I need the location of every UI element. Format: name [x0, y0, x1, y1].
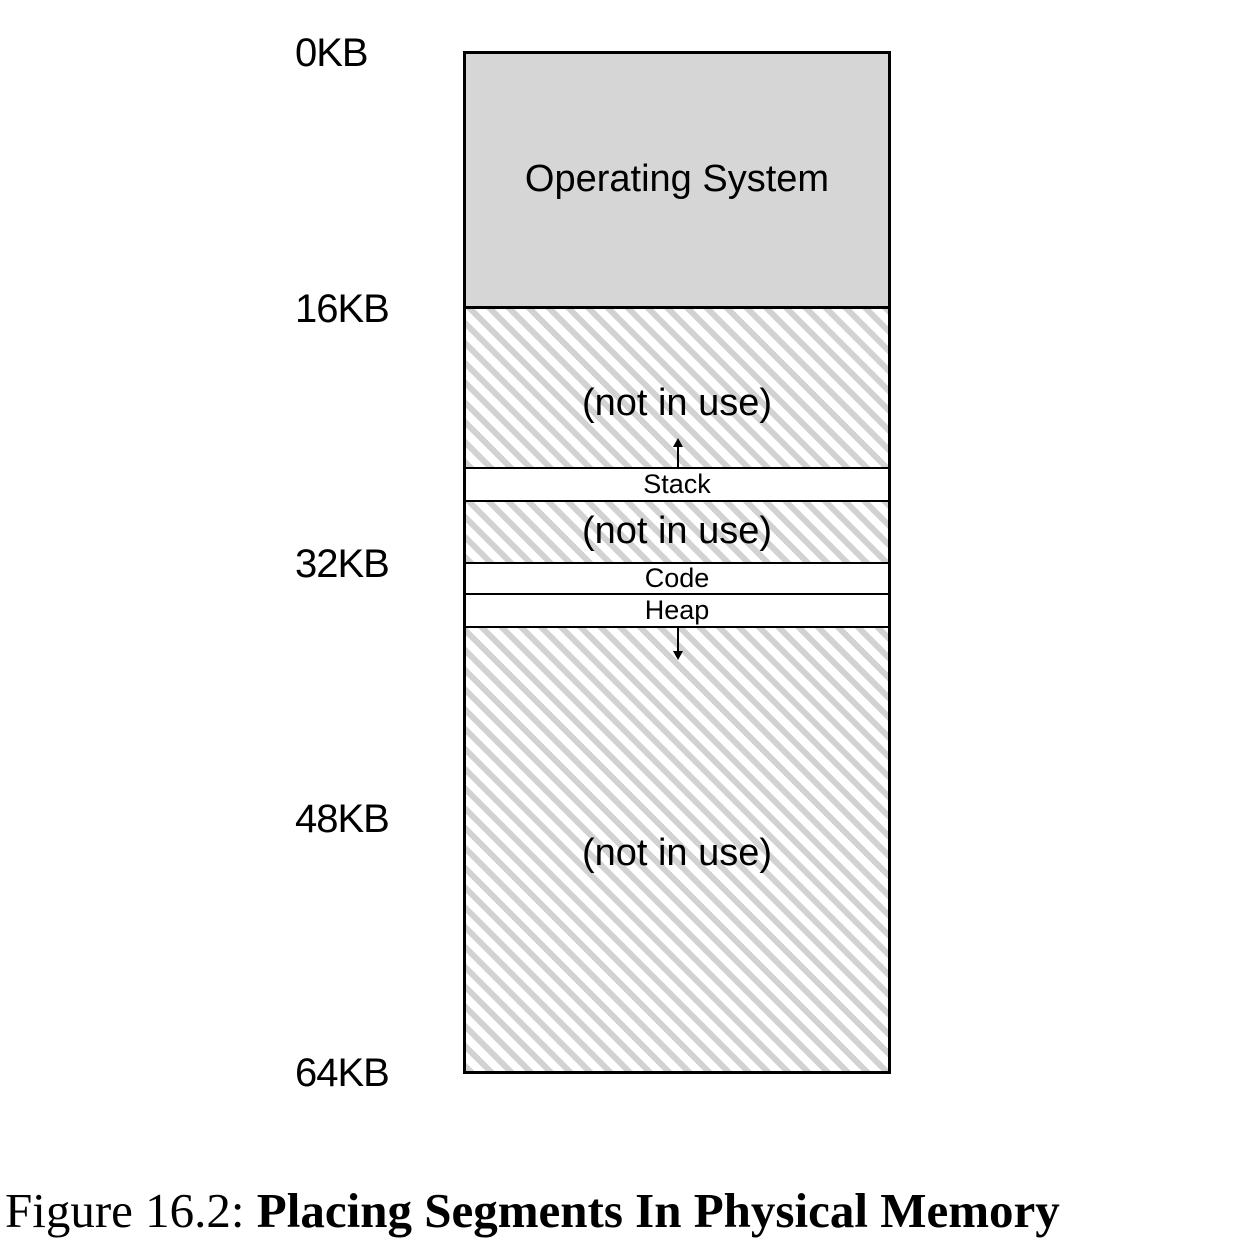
heap-segment: Heap — [466, 593, 888, 628]
free-region-1: (not in use) — [466, 309, 888, 467]
stack-segment: Stack — [466, 467, 888, 502]
code-segment: Code — [466, 562, 888, 595]
heap-segment-label: Heap — [644, 595, 710, 625]
address-label-32kb: 32KB — [295, 542, 390, 586]
address-label-48kb: 48KB — [295, 797, 390, 841]
code-segment-label: Code — [644, 563, 710, 593]
free-region-3-label: (not in use) — [581, 831, 773, 874]
free-region-3: (not in use) — [466, 628, 888, 1071]
stack-segment-label: Stack — [643, 469, 711, 499]
free-region-1-label: (not in use) — [581, 382, 773, 424]
figure-caption: Figure 16.2: Placing Segments In Physica… — [5, 1186, 1060, 1235]
figure-caption-prefix: Figure 16.2: — [5, 1183, 245, 1238]
operating-system-region: Operating System — [466, 54, 888, 309]
address-label-16kb: 16KB — [295, 287, 390, 331]
heap-growth-down-arrow-icon — [673, 628, 683, 660]
figure-caption-title: Placing Segments In Physical Memory — [256, 1183, 1060, 1238]
address-label-64kb: 64KB — [295, 1051, 390, 1095]
address-label-0kb: 0KB — [295, 31, 369, 75]
free-region-2: (not in use) — [466, 502, 888, 562]
free-region-2-label: (not in use) — [581, 510, 773, 552]
physical-memory-block: Operating System (not in use) Stack (not… — [463, 51, 891, 1074]
operating-system-label: Operating System — [524, 158, 830, 200]
stack-growth-up-arrow-icon — [673, 438, 683, 468]
